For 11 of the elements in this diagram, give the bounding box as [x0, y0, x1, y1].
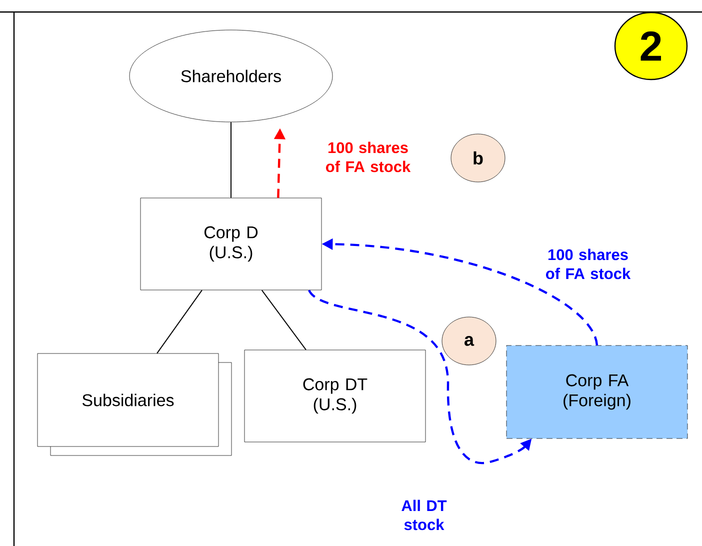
- edge-label: 100 shares of FA stock: [326, 142, 411, 172]
- edge-label: All DT stock: [402, 500, 447, 530]
- step-letter-badge: a: [442, 316, 496, 366]
- entity-box: Corp D (U.S.): [140, 198, 322, 290]
- edge-label: 100 shares of FA stock: [546, 248, 631, 280]
- stacked-box: Subsidiaries: [37, 353, 232, 456]
- step-letter-badge: b: [450, 134, 506, 182]
- ellipse-node: Shareholders: [129, 30, 333, 122]
- step-number-badge: 2: [614, 12, 688, 80]
- entity-box: Corp DT (U.S.): [244, 350, 426, 442]
- entity-box: Corp FA (Foreign): [506, 345, 688, 439]
